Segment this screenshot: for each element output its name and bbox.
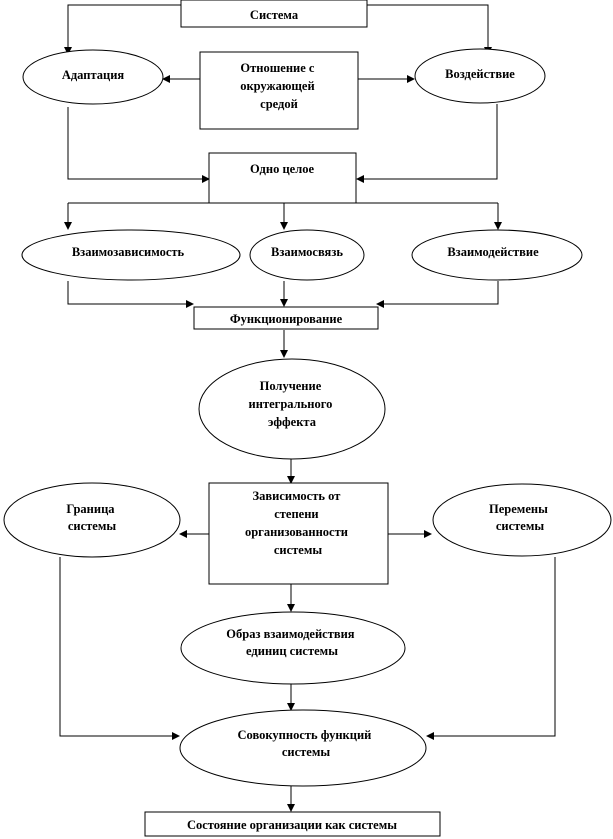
node-whole: Одно целое [208,152,357,204]
node-organization-dependence-label: Зависимость от степени организованности … [245,489,351,557]
arrowhead-down [64,222,72,230]
arrowhead-left [179,530,187,538]
node-interaction-pattern-label: Образ взаимодействия единиц системы [226,627,357,658]
arrowhead-down [280,222,288,230]
connector-system-to-influence [367,4,489,47]
connectors [59,4,556,804]
node-system-label: Система [250,8,299,22]
arrowhead-right [172,732,180,740]
node-influence: Воздействие [414,48,546,104]
node-interaction-pattern: Образ взаимодействия единиц системы [180,611,406,685]
node-adaptation: Адаптация [22,49,164,105]
arrowheads [64,47,502,812]
arrowhead-right [424,530,432,538]
node-interdependence-label: Взаимозависимость [72,245,185,259]
node-adaptation-label: Адаптация [62,68,125,82]
node-organization-dependence: Зависимость от степени организованности … [208,482,389,585]
node-integral-effect-label: Получение интегрального эффекта [249,379,336,429]
node-organization-state: Состояние организации как системы [144,811,441,837]
node-functioning: Функционирование [193,306,379,330]
arrowhead-down [494,222,502,230]
node-influence-label: Воздействие [445,67,515,81]
node-whole-label: Одно целое [250,162,314,176]
node-system-boundary-label: Граница системы [66,502,117,533]
node-interaction: Взаимодействие [411,229,583,281]
arrowhead-down [280,299,288,307]
node-environment-relation-label: Отношение с окружающей средой [240,61,318,111]
arrowhead-down [287,703,295,711]
arrowhead-left [162,75,170,83]
node-integral-effect: Получение интегрального эффекта [198,358,386,460]
arrowhead-down [287,476,295,484]
connector-changes-to-totality [434,557,556,737]
node-functions-totality-label: Совокупность функций системы [238,728,375,759]
node-interconnection: Взаимосвязь [249,229,365,281]
arrowhead-right [202,175,210,183]
arrowhead-left [376,300,384,308]
node-environment-relation: Отношение с окружающей средой [199,51,359,130]
node-interconnection-label: Взаимосвязь [271,245,343,259]
node-interaction-label: Взаимодействие [447,245,539,259]
node-system-changes: Перемены системы [432,483,612,557]
arrowhead-left [426,732,434,740]
node-functions-totality: Совокупность функций системы [179,709,427,787]
connector-adaptation-to-whole [67,107,202,180]
node-organization-state-label: Состояние организации как системы [187,818,397,832]
node-system-boundary: Граница системы [3,482,181,558]
node-functioning-label: Функционирование [230,312,343,326]
connector-influence-to-whole [364,104,498,180]
arrowhead-down [287,804,295,812]
connector-interaction-to-functioning [384,281,499,305]
node-interdependence: Взаимозависимость [21,229,241,281]
arrowhead-left [356,175,364,183]
node-system-changes-label: Перемены системы [489,502,551,533]
arrowhead-right [407,75,415,83]
arrowhead-down [64,47,72,55]
arrowhead-down [280,350,288,358]
arrowhead-down [287,604,295,612]
node-system: Система [180,0,368,28]
connector-boundary-to-totality [59,557,172,737]
connector-system-to-adaptation [67,4,181,47]
arrowhead-right [186,300,194,308]
connector-interdependence-to-functioning [67,281,186,305]
